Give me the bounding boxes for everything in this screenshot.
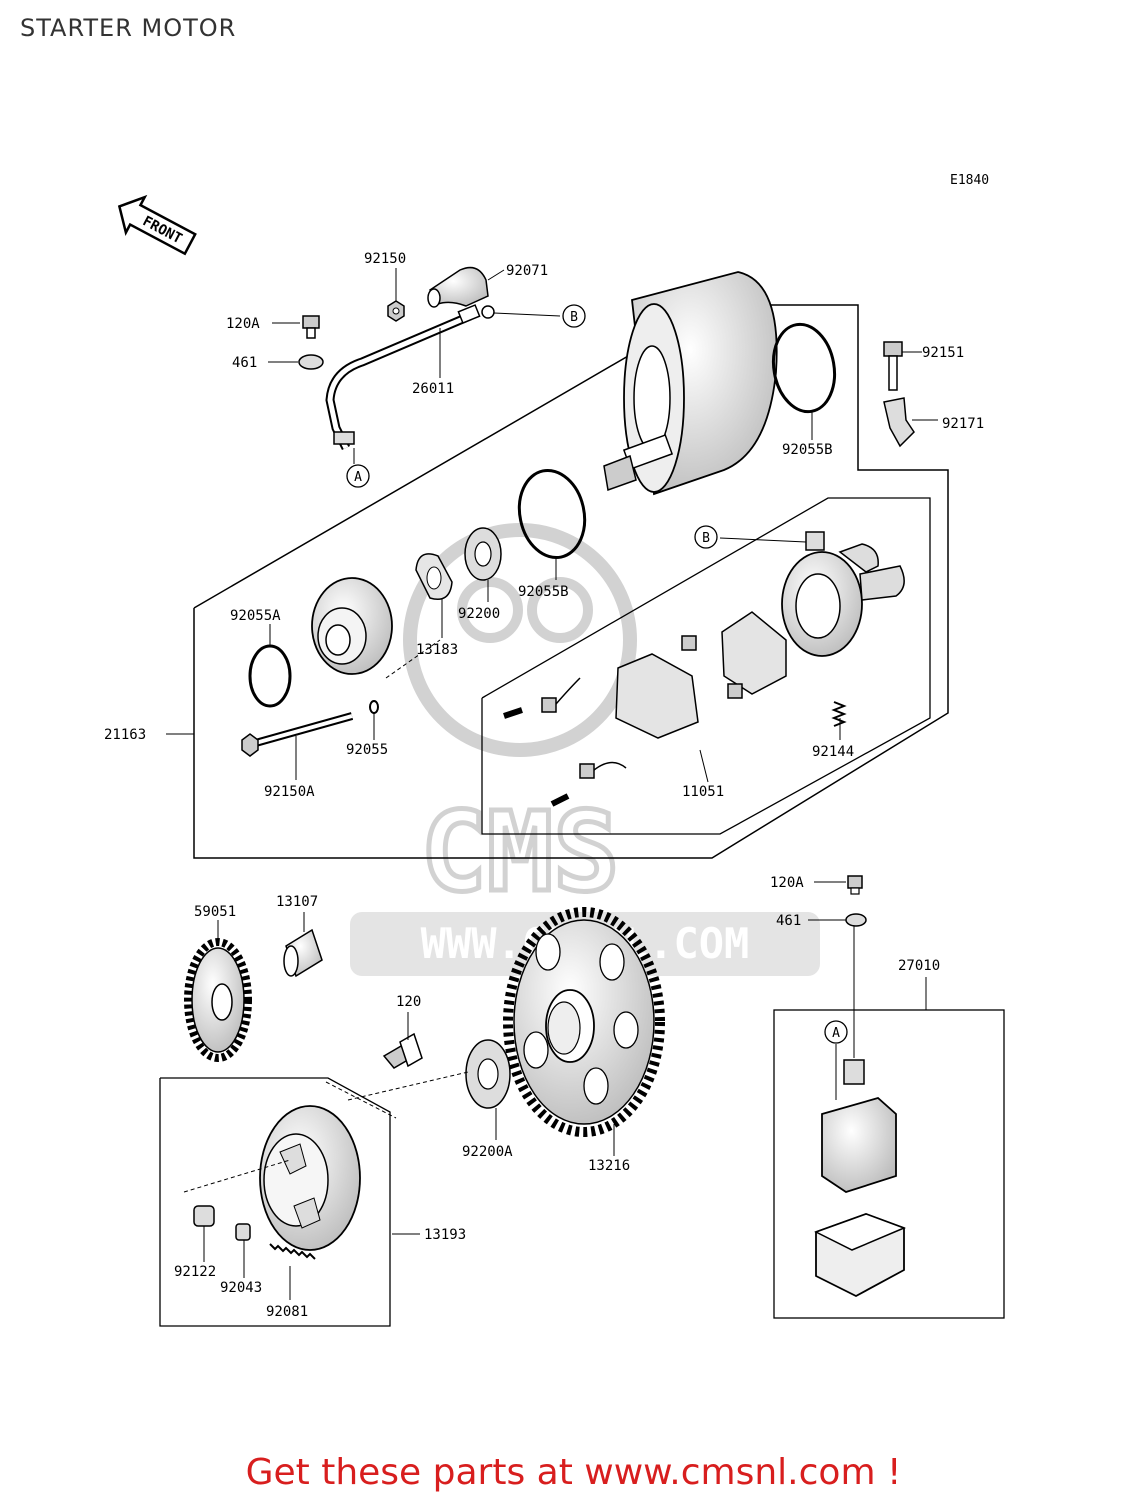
washer-461-mid	[845, 913, 867, 927]
part-label-26011: 26011	[412, 381, 454, 397]
part-labels: 92150 92071 120A 461 26011 92151 92171 9…	[104, 251, 984, 1320]
leader-lines	[166, 268, 938, 1300]
shaft-13107	[283, 928, 323, 978]
part-label-13193: 13193	[424, 1227, 466, 1243]
part-label-92144: 92144	[812, 744, 854, 760]
roller-92122	[193, 1205, 215, 1227]
part-label-92171: 92171	[942, 416, 984, 432]
bracket-92171	[883, 397, 915, 448]
part-label-27010: 27010	[898, 958, 940, 974]
part-label-13107: 13107	[276, 894, 318, 910]
part-label-21163: 21163	[104, 727, 146, 743]
part-label-92151: 92151	[922, 345, 964, 361]
ref-circle-b-mid: B	[694, 525, 718, 549]
part-label-13183: 13183	[416, 642, 458, 658]
front-cover	[311, 577, 393, 675]
motor-body	[603, 271, 778, 496]
part-label-11051: 11051	[682, 784, 724, 800]
ref-label-a-relay: A	[832, 1026, 840, 1041]
starter-relay-27010	[814, 1059, 907, 1298]
part-label-92055: 92055	[346, 742, 388, 758]
assembly-outline-27010	[773, 1009, 1005, 1319]
plunger-92043	[235, 1223, 251, 1241]
bolt-120	[382, 1032, 423, 1069]
part-label-92150: 92150	[364, 251, 406, 267]
part-label-92055B-top: 92055B	[782, 442, 833, 458]
part-label-92043: 92043	[220, 1280, 262, 1296]
part-label-92200A: 92200A	[462, 1144, 513, 1160]
nut-92150	[387, 300, 405, 322]
front-arrow-icon: FRONT	[117, 194, 197, 256]
o-ring-92055B-top	[771, 322, 837, 414]
ref-circle-b-top: B	[562, 304, 586, 328]
part-label-461-mid: 461	[776, 913, 801, 929]
part-label-13216: 13216	[588, 1158, 630, 1174]
part-label-120A-top: 120A	[226, 316, 260, 332]
assembly-outline-13193	[159, 1077, 391, 1327]
spring-92081	[269, 1243, 316, 1260]
assembly-outline-11051	[481, 497, 931, 835]
terminal-cap-92071	[427, 266, 489, 308]
clutch-13193	[259, 1105, 361, 1251]
part-label-92200: 92200	[458, 606, 500, 622]
diagram-code: E1840	[950, 173, 989, 188]
bolt-92151	[883, 341, 903, 391]
washer-461-top	[298, 354, 324, 370]
o-ring-92055	[369, 700, 379, 714]
page-title: STARTER MOTOR	[20, 14, 237, 42]
part-label-92071: 92071	[506, 263, 548, 279]
gear-13216	[503, 907, 665, 1137]
part-label-92055A: 92055A	[230, 608, 281, 624]
spring-92144	[831, 701, 847, 727]
lock-plate-13183	[415, 553, 453, 600]
part-label-92150A: 92150A	[264, 784, 315, 800]
rear-cover	[781, 531, 905, 657]
part-label-59051: 59051	[194, 904, 236, 920]
part-label-92122: 92122	[174, 1264, 216, 1280]
footer-cta-link[interactable]: Get these parts at www.cmsnl.com !	[245, 1452, 902, 1493]
part-label-461-top: 461	[232, 355, 257, 371]
ref-circle-a-top: A	[346, 464, 370, 488]
bolt-120A-mid	[847, 875, 863, 895]
bolt-120A-top	[302, 315, 320, 339]
ref-label-b-mid: B	[702, 531, 710, 546]
brush-holder-11051	[503, 611, 787, 807]
part-label-92055B: 92055B	[518, 584, 569, 600]
gear-59051	[184, 938, 252, 1062]
ref-label-a-top: A	[354, 470, 362, 485]
ref-circle-a-relay: A	[824, 1020, 848, 1044]
part-label-120: 120	[396, 994, 421, 1010]
o-ring-92055B	[517, 468, 587, 560]
o-ring-92055A	[248, 644, 292, 708]
bolt-92150A	[241, 712, 354, 757]
part-label-92081: 92081	[266, 1304, 308, 1320]
part-label-120A-mid: 120A	[770, 875, 804, 891]
starter-cable-26011	[325, 304, 495, 451]
watermark-logo: CMS	[421, 788, 620, 916]
ref-label-b-top: B	[570, 310, 578, 325]
